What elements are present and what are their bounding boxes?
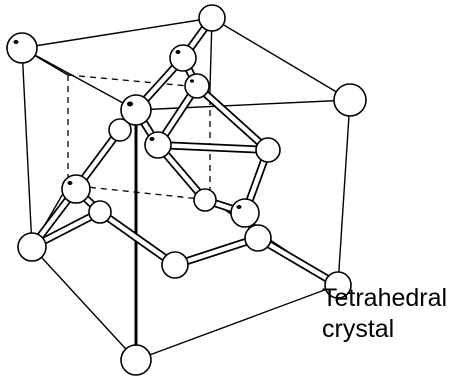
atom — [230, 198, 260, 228]
atom — [6, 32, 38, 64]
atom — [193, 188, 217, 212]
atoms — [6, 4, 367, 376]
atom — [184, 73, 210, 99]
atom — [120, 344, 152, 376]
caption: Tetrahedral crystal — [322, 283, 458, 345]
atom — [244, 224, 272, 252]
atom — [161, 251, 189, 279]
caption-line-2: crystal — [322, 315, 395, 343]
atom — [108, 118, 132, 142]
atom — [333, 83, 367, 117]
atom — [169, 44, 197, 72]
atom — [324, 271, 352, 299]
atom — [255, 137, 281, 163]
atom — [17, 232, 47, 262]
atom — [198, 4, 226, 32]
atom — [120, 94, 152, 126]
atom — [88, 200, 112, 224]
atom-highlights — [13, 40, 242, 209]
atom — [61, 174, 91, 204]
atom — [144, 131, 172, 159]
caption-line-1: Tetrahedral — [322, 284, 448, 312]
